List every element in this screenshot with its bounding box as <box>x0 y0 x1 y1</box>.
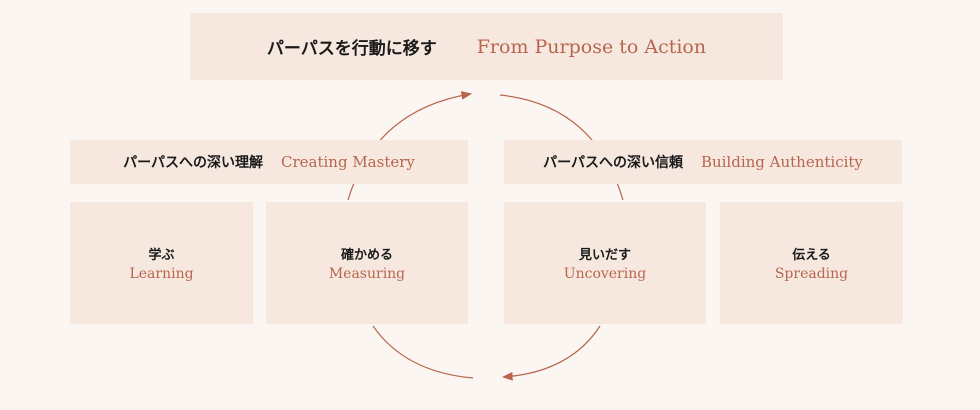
card-spreading-jp: 伝える <box>792 248 831 263</box>
card-measuring: 確かめる Measuring <box>266 202 468 324</box>
card-learning-jp: 学ぶ <box>148 248 175 263</box>
right-group-jp: パーパスへの深い信頼 <box>543 155 683 171</box>
arrow-bottom-left <box>372 325 474 379</box>
card-uncovering: 見いだす Uncovering <box>504 202 706 324</box>
card-uncovering-en: Uncovering <box>563 266 647 282</box>
card-learning: 学ぶ Learning <box>70 202 253 324</box>
title-en: From Purpose to Action <box>476 35 707 58</box>
card-measuring-jp: 確かめる <box>340 248 393 263</box>
right-group-en: Building Authenticity <box>700 153 863 171</box>
card-spreading: 伝える Spreading <box>720 202 903 324</box>
card-learning-en: Learning <box>129 266 194 282</box>
card-spreading-en: Spreading <box>774 266 849 282</box>
title-banner: パーパスを行動に移す From Purpose to Action <box>190 13 783 80</box>
left-group-jp: パーパスへの深い理解 <box>123 155 263 171</box>
left-group-header: パーパスへの深い理解 Creating Mastery <box>70 140 468 184</box>
card-measuring-en: Measuring <box>328 266 406 282</box>
right-group-header: パーパスへの深い信頼 Building Authenticity <box>504 140 902 184</box>
title-jp: パーパスを行動に移す <box>266 39 437 59</box>
arrow-bottom-right <box>501 325 601 381</box>
left-group-en: Creating Mastery <box>281 153 415 171</box>
card-uncovering-jp: 見いだす <box>578 248 631 263</box>
